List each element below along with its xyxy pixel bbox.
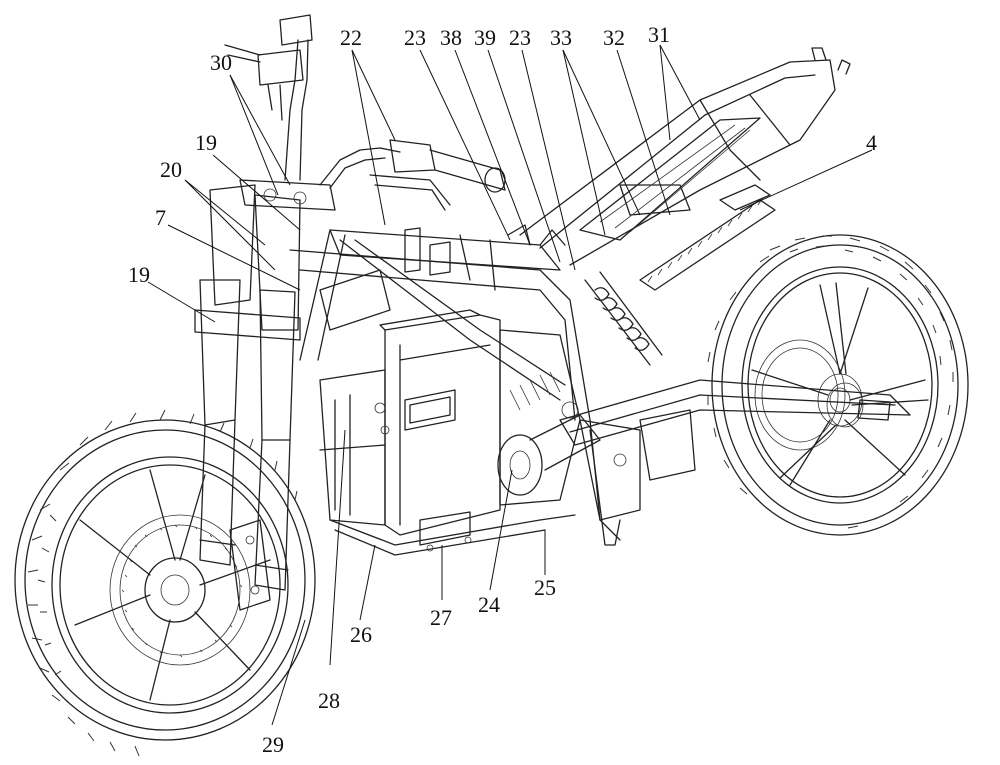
label-25: 25 (534, 575, 556, 600)
label-19b: 19 (128, 262, 150, 287)
label-32: 32 (603, 25, 625, 50)
main-frame (289, 224, 641, 546)
label-24: 24 (478, 592, 500, 617)
swingarm (559, 379, 911, 481)
part-labels: 30 22 23 38 39 23 33 32 31 19 20 7 4 19 … (128, 22, 877, 757)
handlebars (224, 14, 506, 211)
front-wheel (14, 409, 316, 757)
label-23b: 23 (509, 25, 531, 50)
rear-shock (584, 271, 663, 366)
label-31: 31 (648, 22, 670, 47)
label-28: 28 (318, 688, 340, 713)
battery-box (319, 309, 576, 556)
label-19a: 19 (195, 130, 217, 155)
label-27: 27 (430, 605, 452, 630)
label-22: 22 (340, 25, 362, 50)
label-4: 4 (866, 130, 877, 155)
label-38: 38 (440, 25, 462, 50)
label-23a: 23 (404, 25, 426, 50)
controller (319, 227, 451, 331)
label-26: 26 (350, 622, 372, 647)
label-30: 30 (210, 50, 232, 75)
front-forks (194, 179, 336, 591)
label-7: 7 (155, 205, 166, 230)
motor (497, 329, 601, 506)
rear-subframe (519, 47, 851, 291)
rear-wheel (707, 234, 969, 536)
leader-lines (147, 44, 873, 726)
label-39: 39 (474, 25, 496, 50)
label-33: 33 (550, 25, 572, 50)
label-20: 20 (160, 157, 182, 182)
label-29: 29 (262, 732, 284, 757)
